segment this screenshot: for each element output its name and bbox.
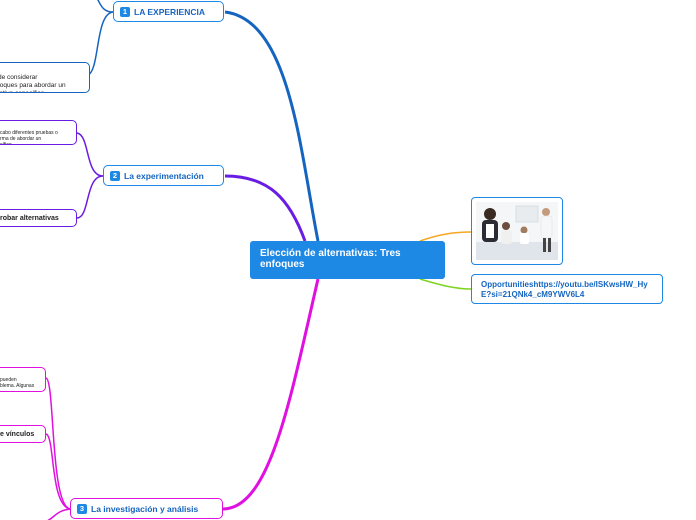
central-topic-label: Elección de alternativas: Tres enfoques (260, 248, 401, 270)
subtopic-experimentacion-label[interactable]: robar alternativas (0, 209, 77, 227)
subtopic-text: cabo diferentes pruebas o rma de abordar… (0, 130, 58, 145)
branch-investigacion[interactable]: 3 La investigación y análisis (70, 498, 223, 519)
subtopic-text: de considerar foques para abordar un jet… (0, 74, 66, 92)
image-node[interactable] (471, 197, 563, 265)
subtopic-text: e vínculos (0, 430, 35, 438)
branch-experiencia[interactable]: 1 LA EXPERIENCIA (113, 1, 224, 22)
branch-experimentacion[interactable]: 2 La experimentación (103, 165, 224, 186)
branch-number-badge: 2 (110, 170, 120, 181)
branch-number-badge: 1 (120, 6, 130, 17)
subtopic-text: robar alternativas (0, 214, 59, 222)
subtopic-experimentacion-note[interactable]: cabo diferentes pruebas o rma de abordar… (0, 120, 77, 145)
meeting-photo-icon (476, 202, 558, 260)
link-text[interactable]: Opportunitieshttps://youtu.be/ISKwsHW_Hy… (481, 280, 648, 299)
subtopic-investigacion-note[interactable]: pueden blema. Algunas (0, 367, 46, 392)
branch-label: La experimentación (124, 170, 204, 181)
branch-number-badge: 3 (77, 503, 87, 514)
subtopic-text: pueden blema. Algunas (0, 377, 35, 389)
branch-label: La investigación y análisis (91, 503, 199, 514)
youtube-link-node[interactable]: Opportunitieshttps://youtu.be/ISKwsHW_Hy… (471, 274, 663, 304)
subtopic-experiencia-note[interactable]: de considerar foques para abordar un jet… (0, 62, 90, 93)
branch-label: LA EXPERIENCIA (134, 6, 206, 17)
central-topic[interactable]: Elección de alternativas: Tres enfoques (250, 241, 445, 279)
subtopic-investigacion-label[interactable]: e vínculos (0, 425, 46, 443)
